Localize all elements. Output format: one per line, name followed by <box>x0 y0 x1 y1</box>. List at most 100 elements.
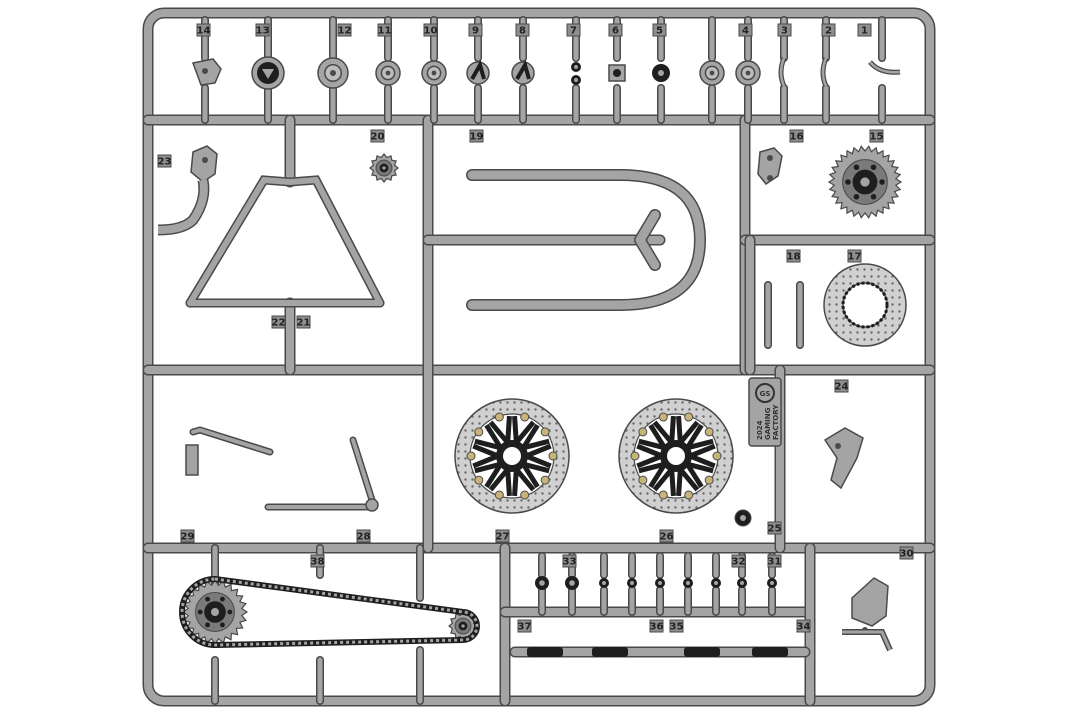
front-brake-disc-part-26 <box>618 398 734 514</box>
part-number-8: 8 <box>519 26 526 37</box>
part-number-24: 24 <box>835 382 849 393</box>
part-number-27: 27 <box>496 532 510 543</box>
brand-logo-tag: GS 2024 GAMING FACTORY <box>748 377 782 447</box>
brand-line-3: FACTORY <box>772 404 780 440</box>
footpeg-bracket-part-24 <box>823 427 864 490</box>
part-number-tag-22: 22 <box>271 315 286 329</box>
part-number-37: 37 <box>518 622 532 633</box>
part-number-14: 14 <box>197 26 211 37</box>
part-number-17: 17 <box>848 252 862 263</box>
rear-sprocket-part-15 <box>827 145 903 219</box>
part-number-tag-19: 19 <box>469 129 484 143</box>
part-number-tag-4: 4 <box>738 23 753 37</box>
part-number-6: 6 <box>612 26 619 37</box>
part-number-tag-36: 36 <box>649 619 664 633</box>
part-number-tag-31: 31 <box>767 554 782 568</box>
brand-line-2: GAMING <box>764 407 772 440</box>
part-number-tag-27: 27 <box>495 529 510 543</box>
footpeg-bracket-part-30 <box>842 577 893 652</box>
part-number-tags: 1234567891011121314151617181920212223242… <box>157 23 914 633</box>
part-number-11: 11 <box>378 26 392 37</box>
part-number-31: 31 <box>768 557 782 568</box>
handlebar-part-19 <box>466 169 706 311</box>
part-number-35: 35 <box>670 622 684 633</box>
part-number-tag-33: 33 <box>562 554 577 568</box>
part-number-tag-21: 21 <box>296 315 311 329</box>
front-brake-disc-part-27 <box>454 398 570 514</box>
brand-line-1: 2024 <box>756 420 764 440</box>
part-number-18: 18 <box>787 252 801 263</box>
part-number-tag-18: 18 <box>786 249 801 263</box>
part-number-38: 38 <box>311 557 325 568</box>
part-number-tag-5: 5 <box>652 23 667 37</box>
small-sprocket-part-20 <box>369 153 399 183</box>
part-number-4: 4 <box>742 26 749 37</box>
part-number-tag-16: 16 <box>789 129 804 143</box>
part-number-tag-30: 30 <box>899 546 914 560</box>
part-number-19: 19 <box>470 132 484 143</box>
part-number-tag-25: 25 <box>767 521 782 535</box>
part-number-tag-3: 3 <box>777 23 792 37</box>
part-number-3: 3 <box>781 26 788 37</box>
part-number-tag-35: 35 <box>669 619 684 633</box>
nut-part-25 <box>734 509 752 527</box>
part-number-13: 13 <box>256 26 270 37</box>
drive-chain-part-38 <box>179 575 480 649</box>
part-number-tag-17: 17 <box>847 249 862 263</box>
part-number-tag-29: 29 <box>180 529 195 543</box>
part-number-tag-14: 14 <box>196 23 211 37</box>
part-number-23: 23 <box>158 157 172 168</box>
part-number-tag-9: 9 <box>468 23 483 37</box>
part-number-tag-37: 37 <box>517 619 532 633</box>
part-number-tag-8: 8 <box>515 23 530 37</box>
part-number-tag-15: 15 <box>869 129 884 143</box>
part-number-36: 36 <box>650 622 664 633</box>
part-number-12: 12 <box>338 26 352 37</box>
part-number-16: 16 <box>790 132 804 143</box>
part-number-tag-26: 26 <box>659 529 674 543</box>
brand-logo-text: GS <box>760 390 771 398</box>
pins-parts-34-37 <box>509 646 811 658</box>
part-number-tag-20: 20 <box>370 129 385 143</box>
brake-caliper-part-23 <box>157 145 218 236</box>
top-row-parts <box>191 16 901 124</box>
sprue-runners <box>142 114 936 707</box>
part-number-34: 34 <box>797 622 811 633</box>
part-number-tag-28: 28 <box>356 529 371 543</box>
part-number-20: 20 <box>371 132 385 143</box>
part-number-tag-7: 7 <box>566 23 581 37</box>
part-number-tag-6: 6 <box>608 23 623 37</box>
part-number-21: 21 <box>297 318 311 329</box>
part-number-tag-38: 38 <box>310 554 325 568</box>
part-number-tag-1: 1 <box>857 23 872 37</box>
sprue-frame <box>142 7 936 707</box>
part-number-25: 25 <box>768 524 782 535</box>
triangle-frame-part <box>185 175 385 308</box>
part-number-30: 30 <box>900 549 914 560</box>
part-number-29: 29 <box>181 532 195 543</box>
part-number-tag-24: 24 <box>834 379 849 393</box>
shift-linkage-parts-28-29 <box>185 426 379 512</box>
part-number-10: 10 <box>424 26 438 37</box>
part-number-2: 2 <box>825 26 832 37</box>
part-number-9: 9 <box>472 26 479 37</box>
bracket-part-16 <box>757 147 783 186</box>
part-number-tag-2: 2 <box>821 23 836 37</box>
part-number-15: 15 <box>870 132 884 143</box>
part-number-tag-34: 34 <box>796 619 811 633</box>
part-number-28: 28 <box>357 532 371 543</box>
part-number-tag-32: 32 <box>731 554 746 568</box>
part-number-1: 1 <box>861 26 868 37</box>
link-rods-part-18 <box>764 281 804 349</box>
part-number-33: 33 <box>563 557 577 568</box>
part-number-22: 22 <box>272 318 286 329</box>
rear-brake-disc-part-17 <box>823 263 907 347</box>
part-number-tag-10: 10 <box>423 23 438 37</box>
part-number-tag-11: 11 <box>377 23 392 37</box>
part-number-7: 7 <box>570 26 577 37</box>
part-number-5: 5 <box>656 26 663 37</box>
part-number-32: 32 <box>732 557 746 568</box>
part-number-tag-12: 12 <box>337 23 352 37</box>
